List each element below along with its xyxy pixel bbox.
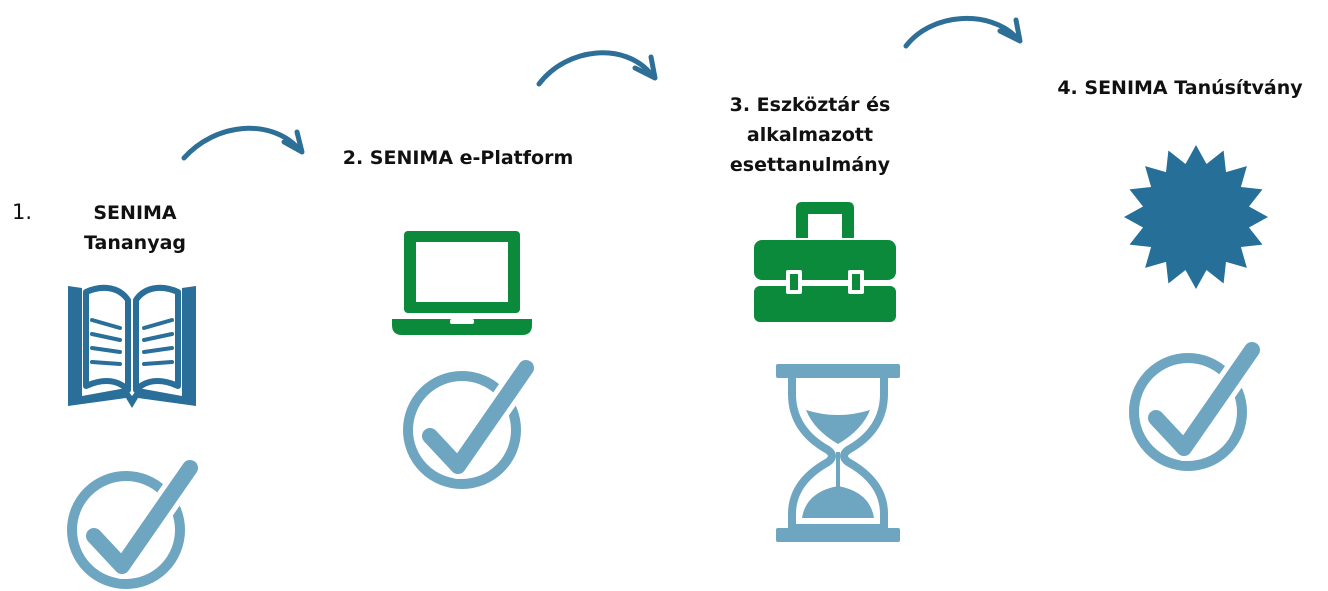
curved-arrow-icon [903,16,1023,49]
laptop-icon [392,231,532,335]
check-circle-icon [67,455,203,589]
step-3-title-line-1: 3. Eszköztár és [729,94,891,116]
step-3-title-line-3: esettanulmány [729,154,891,176]
step-3-title: 3. Eszköztár és alkalmazott esettanulmán… [700,90,920,180]
open-book-icon [68,284,196,408]
step-1-title: SENIMA Tananyag [60,198,210,258]
step-2-title: 2. SENIMA e-Platform [342,147,574,169]
hourglass-icon [776,364,900,542]
step-1-title-line-2: Tananyag [83,232,186,254]
step-1-title-line-1: SENIMA [93,202,177,224]
step-4-title: 4. SENIMA Tanúsítvány [1057,77,1303,99]
check-circle-icon [1129,337,1265,471]
step-number: 1. [12,200,33,224]
badge-icon [1124,145,1268,289]
step-3-title-line-2: alkalmazott [746,124,874,146]
toolbox-icon [754,202,896,322]
curved-arrow-icon [536,50,658,87]
curved-arrow-icon [181,125,305,161]
check-circle-icon [403,355,539,489]
